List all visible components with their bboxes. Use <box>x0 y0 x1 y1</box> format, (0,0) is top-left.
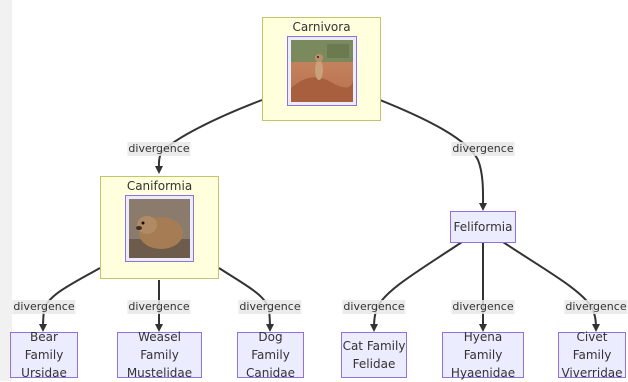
node-weasel-latin: Mustelidae <box>126 366 193 380</box>
edge-caniformia-bear <box>39 267 101 332</box>
edge-carnivora-feliformia <box>379 99 488 211</box>
node-cat-family[interactable]: Cat Family Felidae <box>341 332 407 378</box>
node-cat-common: Cat Family <box>342 339 406 353</box>
node-dog-common: Dog Family <box>251 330 290 362</box>
edge-label-carnivora-feliformia: divergence <box>451 142 515 156</box>
edge-label-caniformia-weasel: divergence <box>127 300 191 314</box>
edge-label-feliformia-civet: divergence <box>564 300 628 314</box>
meerkat-photo <box>286 36 357 106</box>
marmot-photo <box>125 195 194 262</box>
edge-feliformia-civet <box>502 241 600 332</box>
node-hyena-latin: Hyaenidae <box>450 366 516 380</box>
edge-carnivora-caniformia <box>154 99 263 174</box>
edge-label-caniformia-dog: divergence <box>238 300 302 314</box>
node-dog-family[interactable]: Dog Family Canidae <box>237 330 304 380</box>
node-dog-latin: Canidae <box>245 366 296 380</box>
node-weasel-common: Weasel Family <box>138 330 181 362</box>
edge-label-feliformia-hyena: divergence <box>451 300 515 314</box>
node-civet-common: Civet Family <box>572 330 612 362</box>
node-caniformia-title: Caniformia <box>126 179 193 193</box>
edge-feliformia-cat <box>370 241 463 332</box>
edge-label-caniformia-bear: divergence <box>12 300 76 314</box>
node-carnivora-title: Carnivora <box>292 20 351 34</box>
node-feliformia-title: Feliformia <box>453 220 513 234</box>
left-margin-bar <box>0 0 12 381</box>
node-bear-common: Bear Family <box>24 330 64 362</box>
node-hyena-common: Hyena Family <box>463 330 503 362</box>
node-weasel-family[interactable]: Weasel Family Mustelidae <box>117 330 202 380</box>
node-bear-latin: Ursidae <box>21 366 67 380</box>
node-civet-latin: Viverridae <box>561 366 623 380</box>
node-feliformia[interactable]: Feliformia <box>450 211 516 243</box>
node-bear-family[interactable]: Bear Family Ursidae <box>10 330 78 380</box>
edge-label-carnivora-caniformia: divergence <box>127 142 191 156</box>
node-caniformia[interactable]: Caniformia <box>100 176 219 279</box>
node-civet-family[interactable]: Civet Family Viverridae <box>558 330 626 380</box>
node-cat-latin: Felidae <box>352 357 396 371</box>
edge-caniformia-dog <box>218 267 274 332</box>
edge-label-feliformia-cat: divergence <box>342 300 406 314</box>
node-carnivora[interactable]: Carnivora <box>262 17 381 121</box>
node-hyena-family[interactable]: Hyena Family Hyaenidae <box>442 330 524 380</box>
